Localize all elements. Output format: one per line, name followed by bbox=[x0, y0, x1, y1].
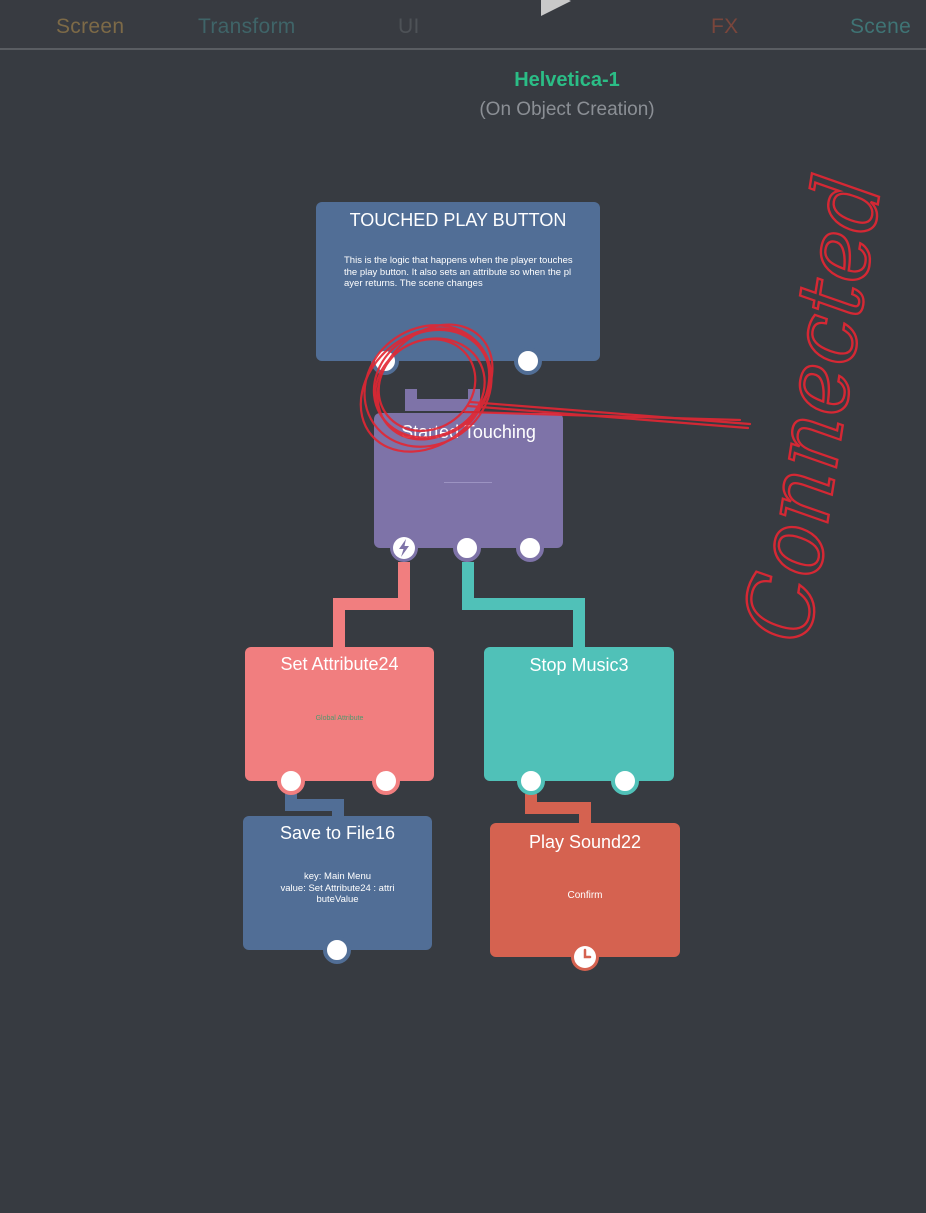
node-set-attribute[interactable]: Set Attribute24 Global Attribute bbox=[245, 647, 434, 781]
port-started-right[interactable] bbox=[516, 534, 544, 562]
node-title: TOUCHED PLAY BUTTON bbox=[349, 210, 567, 230]
wire-started-to-set-attribute bbox=[333, 562, 410, 648]
tab-ui[interactable]: UI bbox=[398, 15, 420, 38]
node-title: Save to File16 bbox=[279, 823, 396, 843]
clock-icon[interactable] bbox=[571, 943, 599, 971]
node-description: Global Attribute bbox=[315, 715, 364, 722]
port-started-middle[interactable] bbox=[453, 534, 481, 562]
port-save-file-out[interactable] bbox=[323, 936, 351, 964]
divider bbox=[444, 482, 492, 483]
wire-touched-to-started bbox=[405, 389, 480, 411]
node-play-sound[interactable]: Play Sound22 Confirm bbox=[490, 823, 680, 957]
port-stop-music-left[interactable] bbox=[517, 767, 545, 795]
node-title: Set Attribute24 bbox=[280, 654, 399, 674]
tab-screen[interactable]: Screen bbox=[56, 15, 125, 38]
port-set-attribute-left[interactable] bbox=[277, 767, 305, 795]
lightning-icon[interactable] bbox=[390, 534, 418, 562]
tab-transform[interactable]: Transform bbox=[198, 15, 296, 38]
node-title: Started Touching bbox=[401, 422, 536, 442]
node-save-to-file[interactable]: Save to File16 key: Main Menu value: Set… bbox=[243, 816, 432, 950]
object-event-subtitle: (On Object Creation) bbox=[479, 99, 655, 120]
node-description: Confirm bbox=[567, 890, 603, 901]
tab-fx[interactable]: FX bbox=[711, 15, 739, 38]
node-started-touching[interactable]: Started Touching bbox=[374, 413, 563, 548]
wire-set-attribute-to-save-file bbox=[285, 794, 344, 818]
port-set-attribute-right[interactable] bbox=[372, 767, 400, 795]
node-description: This is the logic that happens when the … bbox=[344, 255, 573, 289]
port-touched-right[interactable] bbox=[514, 347, 542, 375]
node-stop-music[interactable]: Stop Music3 bbox=[484, 647, 674, 781]
port-stop-music-right[interactable] bbox=[611, 767, 639, 795]
top-toolbar: Screen Transform UI FX Scene bbox=[0, 0, 926, 50]
node-touched-play-button[interactable]: TOUCHED PLAY BUTTON This is the logic th… bbox=[316, 202, 600, 361]
wire-stop-music-to-play-sound bbox=[525, 794, 591, 825]
play-icon[interactable] bbox=[541, 0, 571, 16]
object-title: Helvetica-1 bbox=[514, 69, 620, 91]
port-touched-left[interactable] bbox=[371, 347, 399, 375]
wire-started-to-stop-music bbox=[462, 562, 585, 648]
node-title: Stop Music3 bbox=[529, 655, 629, 675]
node-description: key: Main Menu value: Set Attribute24 : … bbox=[280, 871, 395, 905]
node-title: Play Sound22 bbox=[528, 832, 642, 852]
tab-scene[interactable]: Scene bbox=[850, 15, 912, 38]
